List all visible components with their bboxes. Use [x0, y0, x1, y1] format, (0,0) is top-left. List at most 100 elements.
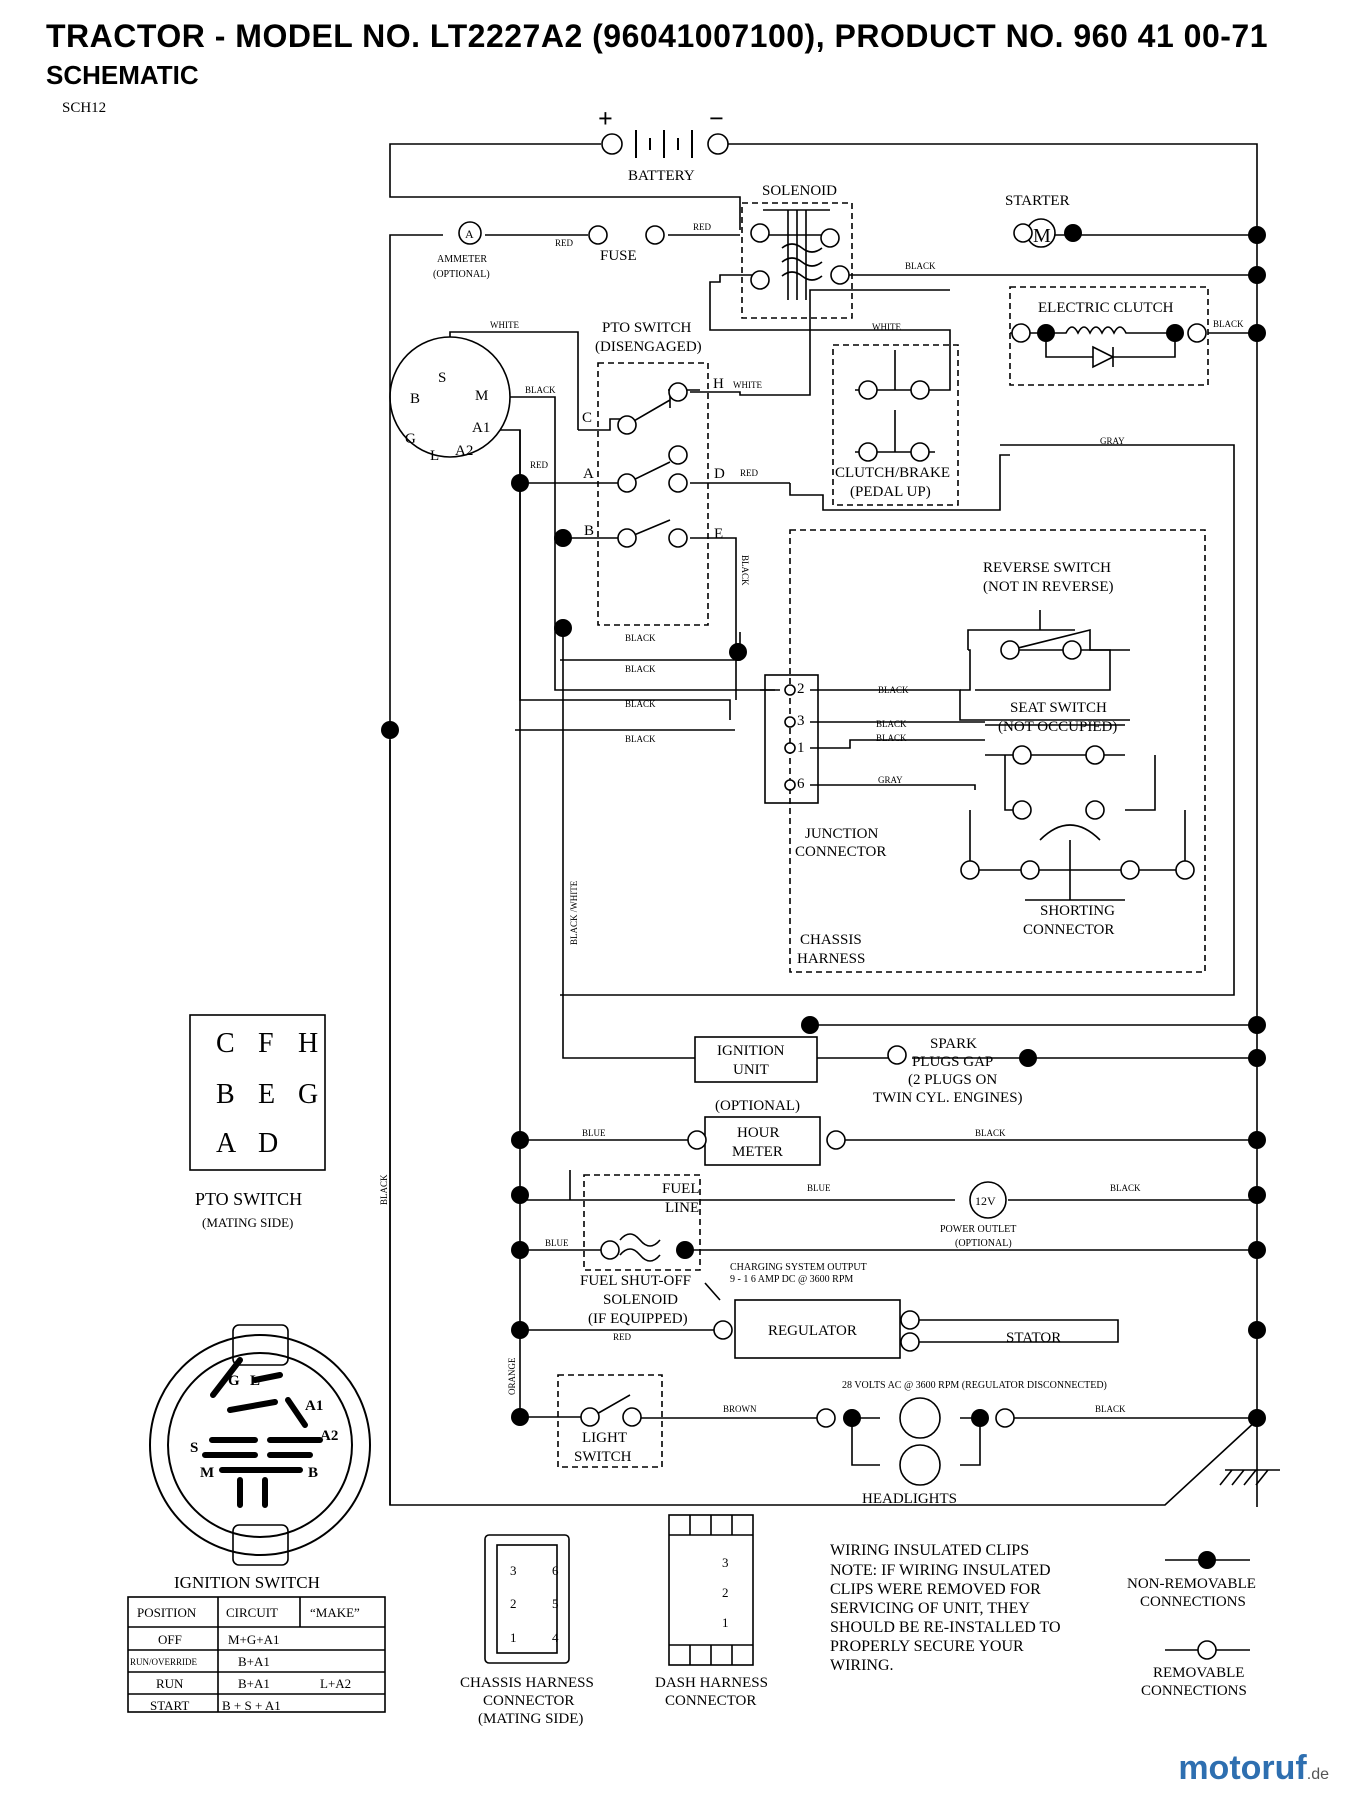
spark-label: SPARK — [930, 1036, 977, 1052]
pto-terminal-e: E — [714, 526, 723, 542]
spark-label-3: (2 PLUGS ON — [908, 1072, 997, 1088]
ign-terminal-a1: A1 — [472, 420, 490, 436]
solenoid-label: SOLENOID — [762, 183, 837, 199]
wire-ammeter-fuse — [389, 234, 443, 740]
note-line: WIRING INSULATED CLIPS — [830, 1542, 1029, 1559]
pto-switch-label: PTO SWITCH — [602, 320, 691, 336]
ign-switch-l: L — [250, 1373, 260, 1389]
wire-label-black: BLACK — [876, 733, 907, 743]
junction-pin-3: 3 — [797, 713, 805, 729]
ac-voltage-note: 28 VOLTS AC @ 3600 RPM (REGULATOR DISCON… — [842, 1380, 1107, 1391]
wire-label-red: RED — [693, 222, 712, 232]
table-row-make: L+A2 — [320, 1676, 351, 1691]
shorting-label-2: CONNECTOR — [1023, 922, 1114, 938]
wire-label-blue: BLUE — [582, 1128, 606, 1138]
ignition-switch-label: IGNITION SWITCH — [174, 1573, 320, 1592]
chassis-pin-2: 2 — [510, 1596, 517, 1611]
wire-label-red: RED — [740, 468, 759, 478]
wire-label-brown: BROWN — [723, 1404, 757, 1414]
reverse-switch-label: REVERSE SWITCH — [983, 560, 1111, 576]
table-header-make: “MAKE” — [310, 1605, 360, 1620]
chassis-pin-5: 5 — [552, 1596, 559, 1611]
table-row-position: RUN — [156, 1676, 184, 1691]
junction-label: JUNCTION — [805, 826, 878, 842]
table-row-position: OFF — [158, 1632, 182, 1647]
wire-battery-ground — [719, 143, 1258, 1507]
page-subtitle: SCHEMATIC — [46, 60, 199, 90]
seat-switch-label: SEAT SWITCH — [1010, 700, 1107, 716]
wire-label-black: BLACK — [1213, 319, 1244, 329]
ign-terminal-g: G — [405, 431, 416, 447]
junction-pin-1: 1 — [797, 740, 805, 756]
wire-label-black: BLACK — [625, 699, 656, 709]
ign-switch-s: S — [190, 1440, 198, 1456]
chassis-pin-1: 1 — [510, 1630, 517, 1645]
dash-pin-1: 1 — [722, 1615, 729, 1630]
pto-mating-pin-h: H — [298, 1028, 318, 1059]
ignition-unit-label-2: UNIT — [733, 1062, 769, 1078]
shorting-label: SHORTING — [1040, 903, 1115, 919]
legend-non-removable-2: CONNECTIONS — [1140, 1594, 1246, 1610]
pto-terminal-b: B — [584, 523, 594, 539]
battery-minus: − — [709, 104, 724, 133]
chassis-pin-3: 3 — [510, 1563, 517, 1578]
table-row-circuit: B+A1 — [238, 1654, 270, 1669]
table-row-position: START — [150, 1698, 189, 1713]
pto-mating-pin-c: C — [216, 1028, 235, 1059]
clutch-brake-state: (PEDAL UP) — [850, 484, 931, 500]
ammeter-symbol: A — [465, 227, 474, 241]
wire-label-blue: BLUE — [545, 1238, 569, 1248]
chassis-pin-6: 6 — [552, 1563, 559, 1578]
ammeter-optional: (OPTIONAL) — [433, 269, 490, 280]
legend-non-removable: NON-REMOVABLE — [1127, 1576, 1256, 1592]
table-header-circuit: CIRCUIT — [226, 1605, 278, 1620]
chassis-harness-label-2: HARNESS — [797, 951, 865, 967]
hour-meter-optional: (OPTIONAL) — [715, 1098, 800, 1114]
note-line: WIRING. — [830, 1657, 894, 1674]
pto-mating-pin-b: B — [216, 1079, 235, 1110]
wire-label-red: RED — [530, 460, 549, 470]
ign-switch-g: G — [228, 1373, 240, 1389]
fuel-shutoff-label-3: (IF EQUIPPED) — [588, 1311, 688, 1327]
wire-label-black: BLACK — [525, 385, 556, 395]
wire-label-white: WHITE — [872, 322, 901, 332]
wire-label-black: BLACK — [1110, 1183, 1141, 1193]
pto-mating-sublabel: (MATING SIDE) — [202, 1215, 293, 1230]
fuel-shutoff-label-2: SOLENOID — [603, 1292, 678, 1308]
light-switch-label-2: SWITCH — [574, 1449, 632, 1465]
chassis-connector-label-2: CONNECTOR — [483, 1693, 574, 1709]
fuel-line-label-2: LINE — [665, 1200, 699, 1216]
wire-label-black: BLACK — [876, 719, 907, 729]
wire-label-black: BLACK — [975, 1128, 1006, 1138]
spark-label-4: TWIN CYL. ENGINES) — [873, 1090, 1023, 1106]
regulator-label: REGULATOR — [768, 1323, 857, 1339]
wire-label-red: RED — [555, 238, 574, 248]
junction-pin-6: 6 — [797, 776, 805, 792]
pto-mating-pin-g: G — [298, 1079, 318, 1110]
wire-label-white: WHITE — [490, 320, 519, 330]
battery-label: BATTERY — [628, 168, 695, 184]
dash-pin-2: 2 — [722, 1585, 729, 1600]
wire-label-red: RED — [613, 1332, 632, 1342]
electric-clutch-label: ELECTRIC CLUTCH — [1038, 300, 1174, 316]
ign-terminal-b: B — [410, 391, 420, 407]
power-outlet-label: POWER OUTLET — [940, 1224, 1016, 1235]
wire-label-black: BLACK — [625, 633, 656, 643]
wire-battery-loop — [389, 143, 741, 230]
wire-label-black: BLACK — [625, 664, 656, 674]
pto-terminal-h: H — [713, 376, 724, 392]
pto-mating-pin-f: F — [258, 1028, 274, 1059]
headlights-label: HEADLIGHTS — [862, 1491, 957, 1507]
note-line: SERVICING OF UNIT, THEY — [830, 1600, 1030, 1617]
table-row-circuit: B + S + A1 — [222, 1698, 281, 1713]
pto-mating-connector: C F H B E G A D — [216, 1028, 318, 1159]
charging-output-label: CHARGING SYSTEM OUTPUT — [730, 1262, 867, 1273]
ign-switch-m: M — [200, 1465, 214, 1481]
wire-label-black: BLACK — [379, 1174, 389, 1205]
table-header-position: POSITION — [137, 1605, 197, 1620]
brand-logo: motoruf.de — [1178, 1749, 1329, 1788]
wire-label-gray: GRAY — [1100, 436, 1125, 446]
chassis-harness-label: CHASSIS — [800, 932, 862, 948]
pto-switch-state: (DISENGAGED) — [595, 339, 702, 355]
